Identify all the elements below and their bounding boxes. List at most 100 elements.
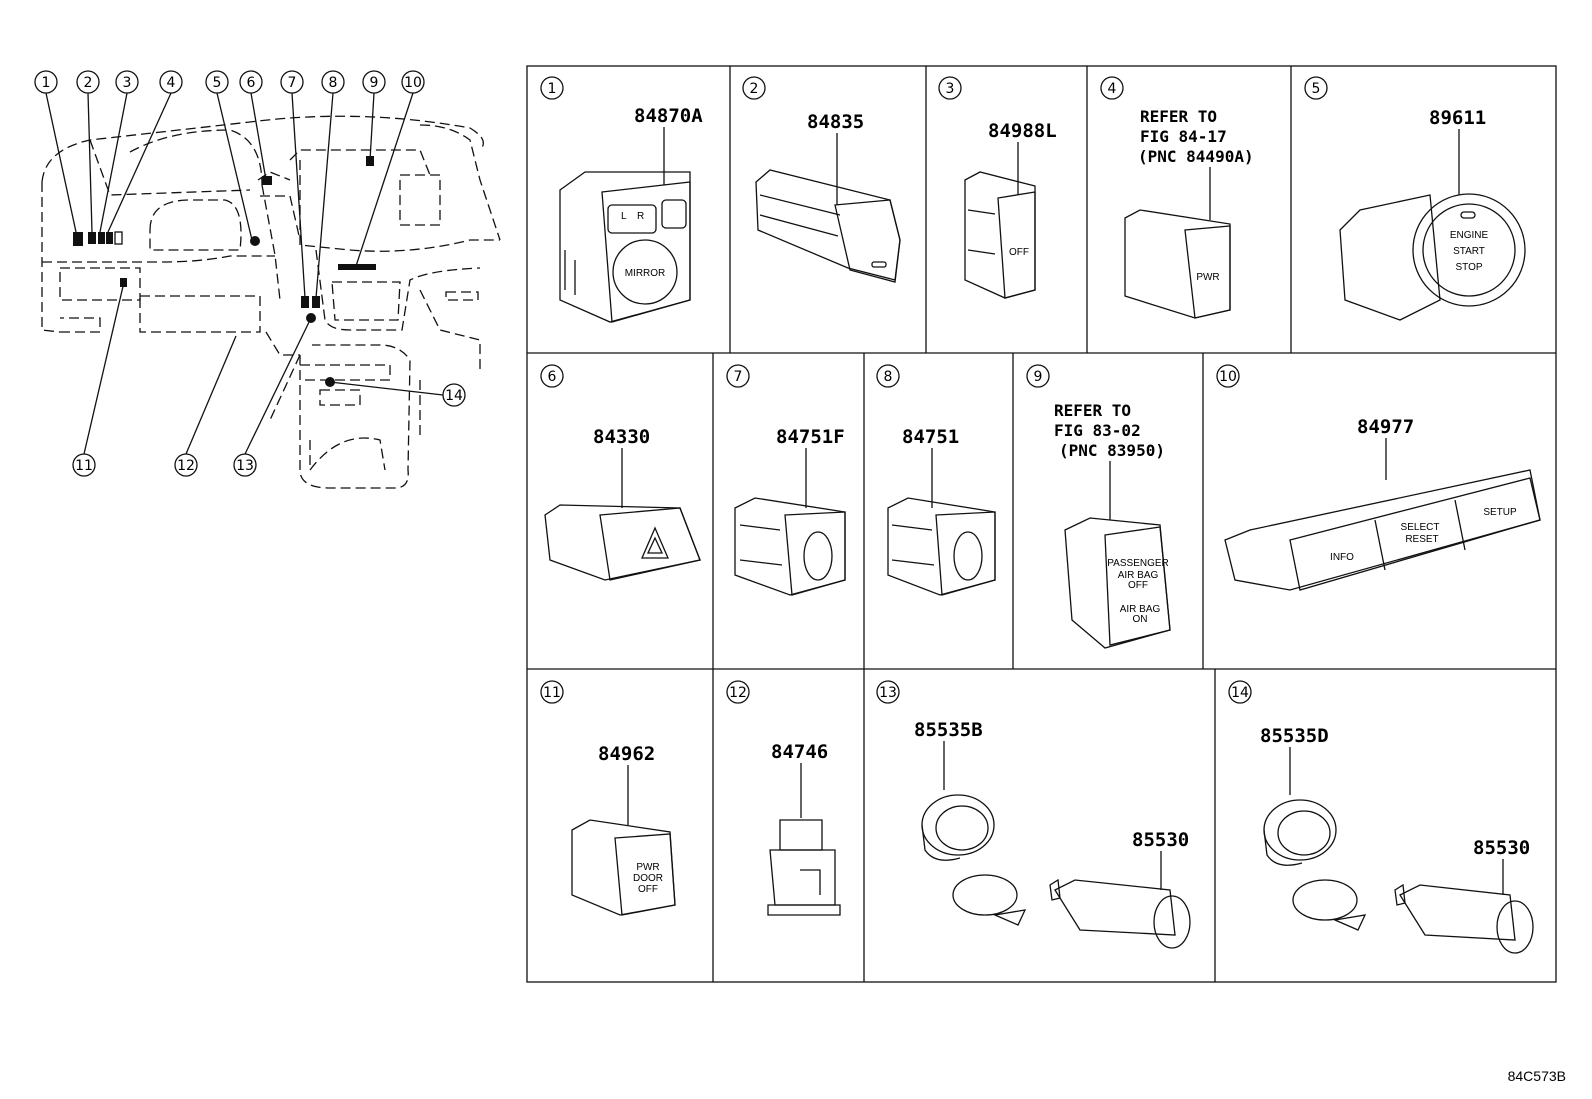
cell-1: 1 84870A L R MIRROR	[540, 76, 703, 323]
callout-11: 11	[72, 281, 125, 477]
svg-text:SETUP: SETUP	[1483, 507, 1517, 518]
svg-text:84835: 84835	[807, 111, 864, 133]
switch-drawing	[755, 169, 901, 283]
cell-2: 2 84835	[742, 76, 901, 283]
svg-text:FIG 83-02: FIG 83-02	[1054, 421, 1141, 440]
svg-text:ON: ON	[1133, 614, 1148, 625]
svg-text:84962: 84962	[598, 743, 655, 765]
power-door-off-switch-drawing: PWR DOOR OFF	[571, 819, 676, 916]
svg-text:85530: 85530	[1473, 837, 1530, 859]
svg-text:AIR BAG: AIR BAG	[1118, 570, 1159, 581]
callout-9: 9	[362, 70, 386, 161]
svg-text:10: 10	[404, 75, 422, 91]
callout-5: 5	[205, 70, 253, 241]
svg-text:85535D: 85535D	[1260, 725, 1329, 747]
svg-text:(PNC 84490A): (PNC 84490A)	[1138, 147, 1254, 166]
svg-text:14: 14	[1231, 685, 1249, 701]
callout-8: 8	[315, 70, 345, 299]
dimmer-switch-drawing	[887, 497, 996, 596]
cell-6: 6 84330	[540, 364, 701, 581]
power-outlet-socket-drawing	[1263, 799, 1367, 931]
svg-text:4: 4	[1108, 81, 1117, 97]
cell-14: 14 85535D 85530	[1228, 680, 1534, 954]
mirror-switch-drawing: L R MIRROR	[559, 171, 691, 323]
callout-14: 14	[329, 381, 466, 407]
callout-13: 13	[233, 317, 312, 477]
svg-text:9: 9	[370, 75, 379, 91]
svg-text:8: 8	[884, 369, 893, 385]
callout-6: 6	[239, 70, 267, 181]
svg-text:13: 13	[879, 685, 897, 701]
svg-text:FIG 84-17: FIG 84-17	[1140, 127, 1227, 146]
svg-text:OFF: OFF	[1009, 247, 1029, 258]
multi-info-switch-drawing: INFO SELECT RESET SETUP	[1224, 469, 1541, 591]
svg-text:INFO: INFO	[1330, 552, 1354, 563]
socket-body-drawing	[1394, 883, 1534, 954]
svg-text:84330: 84330	[593, 426, 650, 448]
svg-text:STOP: STOP	[1455, 262, 1482, 273]
cell-3: 3 84988L OFF	[938, 76, 1057, 299]
svg-text:5: 5	[213, 75, 222, 91]
svg-text:5: 5	[1312, 81, 1321, 97]
parts-grid	[526, 65, 1557, 983]
svg-text:MIRROR: MIRROR	[625, 268, 666, 279]
svg-text:7: 7	[288, 75, 297, 91]
cell-13: 13 85535B 85530	[876, 680, 1191, 949]
svg-text:84977: 84977	[1357, 416, 1414, 438]
cell-11: 11 84962 PWR DOOR OFF	[540, 680, 676, 916]
svg-text:3: 3	[946, 81, 955, 97]
svg-text:1: 1	[42, 75, 51, 91]
svg-text:DOOR: DOOR	[633, 873, 663, 884]
svg-text:85535B: 85535B	[914, 719, 983, 741]
svg-text:(PNC 83950): (PNC 83950)	[1059, 441, 1165, 460]
svg-text:11: 11	[543, 685, 561, 701]
socket-body-drawing	[1049, 878, 1191, 949]
vsc-off-switch-drawing: OFF	[964, 171, 1036, 299]
svg-text:PWR: PWR	[636, 862, 659, 873]
svg-text:OFF: OFF	[638, 884, 658, 895]
power-outlet-socket-drawing	[921, 794, 1027, 926]
svg-text:RESET: RESET	[1405, 534, 1438, 545]
callout-7: 7	[280, 70, 306, 299]
cell-index: 1	[548, 81, 557, 97]
svg-text:7: 7	[734, 369, 743, 385]
svg-text:84751: 84751	[902, 426, 959, 448]
svg-text:13: 13	[236, 458, 254, 474]
svg-text:12: 12	[177, 458, 195, 474]
svg-text:ENGINE: ENGINE	[1450, 230, 1489, 241]
svg-text:12: 12	[729, 685, 747, 701]
callout-10: 10	[355, 70, 425, 267]
svg-text:84988L: 84988L	[988, 120, 1057, 142]
svg-text:PWR: PWR	[1196, 272, 1219, 283]
svg-text:REFER TO: REFER TO	[1140, 107, 1217, 126]
svg-text:85530: 85530	[1132, 829, 1189, 851]
svg-text:REFER TO: REFER TO	[1054, 401, 1131, 420]
figure-code: 84C573B	[1508, 1068, 1566, 1084]
cell-7: 7 84751F	[726, 364, 846, 596]
callout-1: 1	[34, 70, 77, 233]
svg-text:SELECT: SELECT	[1401, 522, 1440, 533]
dimmer-switch-drawing	[734, 497, 846, 596]
svg-text:R: R	[637, 211, 644, 222]
svg-text:14: 14	[445, 388, 463, 404]
svg-text:6: 6	[247, 75, 256, 91]
svg-text:11: 11	[75, 458, 93, 474]
part-number: 84870A	[634, 105, 703, 127]
callout-2: 2	[76, 70, 100, 233]
callout-12: 12	[174, 335, 237, 477]
dashboard-overview: 1 2 3 4 5 6 7	[34, 70, 501, 489]
svg-text:PASSENGER: PASSENGER	[1107, 558, 1169, 569]
svg-text:OFF: OFF	[1128, 580, 1148, 591]
svg-text:84751F: 84751F	[776, 426, 845, 448]
svg-text:4: 4	[167, 75, 176, 91]
callout-3: 3	[99, 70, 139, 233]
pwr-mode-switch-drawing: PWR	[1124, 209, 1231, 319]
engine-start-stop-drawing: ENGINE START STOP	[1339, 193, 1526, 321]
svg-text:2: 2	[84, 75, 93, 91]
svg-text:8: 8	[329, 75, 338, 91]
cell-12: 12 84746	[726, 680, 841, 916]
svg-text:L: L	[621, 211, 627, 222]
svg-text:START: START	[1453, 246, 1485, 257]
svg-text:9: 9	[1034, 369, 1043, 385]
